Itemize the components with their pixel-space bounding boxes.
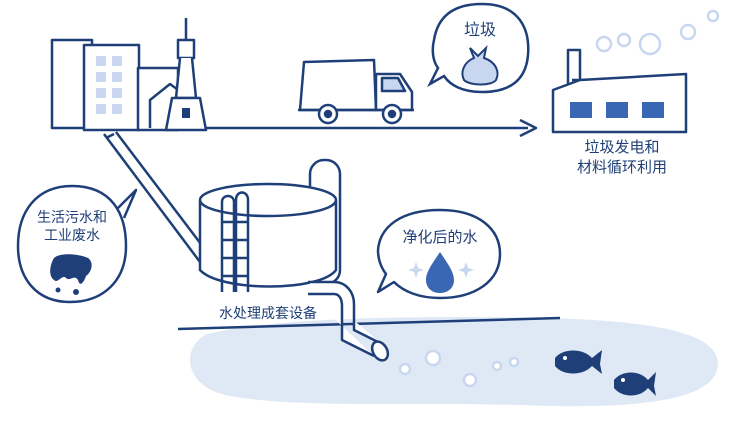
wastewater-splash-icon [50, 254, 92, 295]
bubble-icon [491, 360, 503, 372]
sparkle-icon [458, 262, 474, 278]
bubble-icon [398, 362, 412, 376]
ladder-icon [220, 191, 250, 292]
bubble-icon [508, 356, 520, 368]
bubble-icon [595, 35, 613, 53]
bubble-icon [424, 349, 442, 367]
bubble-icon [679, 23, 697, 41]
bubble-icon [706, 9, 720, 23]
wastewater-bubble: 生活污水和 工业废水 [16, 184, 138, 304]
smoke-bubbles [595, 9, 720, 56]
water-drop-icon [426, 252, 454, 293]
sparkle-icon [408, 262, 424, 278]
tower-icon [164, 18, 208, 132]
factory-icon [551, 48, 688, 134]
ground-line [177, 316, 561, 331]
power-label-line1: 垃圾发电和 [584, 138, 659, 156]
fish-icon [614, 372, 656, 396]
water-bubbles [398, 349, 520, 388]
garbage-label: 垃圾 [464, 20, 496, 39]
wastewater-label-line1: 生活污水和 [37, 210, 107, 226]
garbage-bubble: 垃圾 [427, 2, 530, 94]
bubble-icon [638, 32, 662, 56]
power-label-line2: 材料循环利用 [577, 158, 667, 176]
purified-label: 净化后的水 [402, 228, 477, 246]
garbage-bag-icon [461, 44, 499, 86]
sewer-pipe-icon [103, 131, 211, 263]
purified-bubble: 净化后的水 [376, 208, 502, 300]
fish-icon [555, 350, 602, 374]
equipment-label: 水处理成套设备 [219, 305, 317, 322]
garbage-truck-icon [298, 58, 414, 125]
water-pool [190, 316, 719, 407]
outlet-pipe-icon [308, 280, 390, 362]
wastewater-label-line2: 工业废水 [44, 228, 100, 244]
flow-arrow [206, 118, 538, 138]
bubble-icon [462, 372, 478, 388]
bubble-icon [616, 32, 632, 48]
